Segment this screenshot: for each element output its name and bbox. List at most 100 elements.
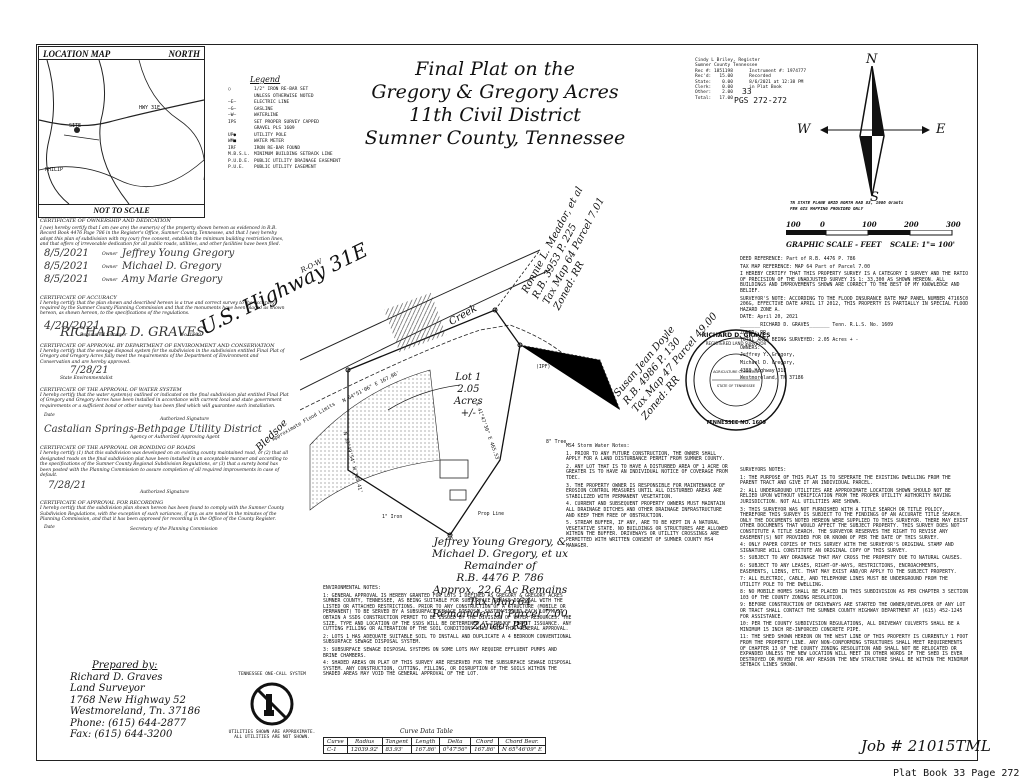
scale-label: GRAPHIC SCALE - FEET bbox=[786, 240, 882, 249]
legend-item: —W—WATERLINE bbox=[228, 113, 341, 120]
surveyor-note: 6: SUBJECT TO ANY LEASES, RIGHT-OF-WAYS,… bbox=[740, 563, 957, 575]
title-line-4: Sumner County, Tennessee bbox=[364, 127, 626, 149]
legend-symbol: —W— bbox=[228, 113, 237, 118]
surveyor-note: 9: BEFORE CONSTRUCTION OF DRIVEWAYS ARE … bbox=[740, 603, 966, 620]
env-date: 7/28/21 bbox=[70, 365, 109, 377]
legend-text: IRON RE-BAR FOUND bbox=[254, 145, 301, 151]
cert-recording-text: I hereby certify that the subdivision pl… bbox=[40, 506, 285, 523]
plat-book-reference: Plat Book 33 Page 272 bbox=[893, 768, 1020, 779]
recording-stamp-line: State: 0.00 8/6/2021 at 12:38 PM bbox=[695, 79, 804, 85]
recording-role: Secretary of the Planning Commission bbox=[130, 526, 218, 532]
preparer-phone: Phone: (615) 644-2877 bbox=[70, 717, 187, 729]
water-date-label: Date bbox=[44, 413, 55, 419]
legend-text: PUBLIC UTILITY EASEMENT bbox=[254, 165, 317, 170]
accuracy-signature: RICHARD D. GRAVES bbox=[60, 324, 205, 340]
water-sign-row: Date Authorized Signature Castalian Spri… bbox=[40, 409, 290, 443]
curve-table-header: Radius bbox=[346, 737, 383, 746]
legend-item: P.U.E.PUBLIC UTILITY EASEMENT bbox=[228, 165, 341, 172]
owner-date: 8/5/2021 bbox=[44, 260, 89, 272]
environmental-note: 3: SUBSURFACE SEWAGE DISPOSAL SYSTEMS ON… bbox=[323, 647, 557, 659]
location-map-site-label: SITE bbox=[69, 123, 82, 129]
title-line-2: Gregory & Gregory Acres bbox=[371, 81, 619, 103]
lot-1-label: Lot 1 2.05 Acres +/- bbox=[454, 372, 483, 420]
prepared-by-label: Prepared by: bbox=[92, 660, 158, 671]
location-map-divider bbox=[39, 59, 204, 60]
plat-border bbox=[36, 44, 978, 761]
legend-symbol: M.B.S.L. bbox=[228, 152, 250, 157]
legend-item: UNLESS OTHERWISE NOTED bbox=[228, 94, 341, 101]
roads-role: Authorized Signature bbox=[140, 490, 190, 496]
surveyor-note: 2: ALL UNDERGROUND UTILITIES ARE APPROXI… bbox=[740, 488, 951, 505]
deed-note: DEED REFERENCE: Part of R.B. 4476 P. 786 bbox=[740, 257, 856, 262]
curve-table-header: Tangent bbox=[381, 737, 413, 746]
remainder-line: Remainder of bbox=[464, 560, 536, 572]
curve-table-header: Curve bbox=[323, 737, 348, 746]
cert-accuracy-text: I hereby certify that the plan shown and… bbox=[40, 300, 285, 317]
tennessee-one-call: TENNESSEE ONE-CALL SYSTEM UTILITIES SHOW… bbox=[222, 672, 322, 741]
recording-stamp-line: Sumner County Tennessee bbox=[695, 63, 758, 69]
cert-water-text: I hereby certify that the water system(s… bbox=[40, 393, 289, 409]
environmental-notes: ENVIRONMENTAL NOTES:1: GENERAL APPROVAL … bbox=[323, 586, 573, 680]
surveyor-seal: RICHARD D. GRAVES REGISTERED LAND SURVEY… bbox=[682, 326, 790, 434]
legend-symbol: ○ bbox=[228, 87, 231, 92]
storm-water-notes: MS4 Storm Water Notes:1. PRIOR TO ANY FU… bbox=[566, 444, 732, 551]
legend-item: WM■WATER METER bbox=[228, 139, 341, 146]
deed-note: TOTAL AREA BEING SURVEYED: 2.05 Acres + … bbox=[740, 338, 859, 344]
prop-line-label: Prop Line bbox=[478, 512, 504, 517]
preparer-fax: Fax: (615) 644-3200 bbox=[70, 729, 173, 740]
curve-table-header: Length bbox=[411, 737, 440, 746]
legend-symbol: WM■ bbox=[228, 139, 237, 144]
owner-label: Owner bbox=[102, 264, 118, 270]
curve-table-title: Curve Data Table bbox=[400, 728, 453, 735]
legend-title: Legend bbox=[250, 75, 281, 84]
storm-note: MS4 Storm Water Notes: bbox=[566, 444, 630, 449]
scale-tick-4: 200 bbox=[904, 220, 919, 229]
legend-text: PUBLIC UTILITY DRAINAGE EASEMENT bbox=[254, 158, 341, 164]
seal-center: AGRICULTURE COMMERCE bbox=[713, 370, 759, 374]
legend-text: UNLESS OTHERWISE NOTED bbox=[254, 93, 314, 99]
owner-label: Owner bbox=[102, 277, 118, 283]
surveyor-note: 10: PER THE COUNTY SUBDIVISION REGULATIO… bbox=[740, 622, 960, 633]
scale-tick-2: 0 bbox=[820, 220, 825, 229]
north-arrow-icon bbox=[820, 66, 930, 197]
remainder-line: Remainder of Parcel 7.00 bbox=[432, 608, 568, 620]
scale-bar bbox=[786, 230, 953, 236]
legend-symbol: P.U.D.E. bbox=[228, 158, 250, 164]
compass-west: W bbox=[797, 122, 811, 137]
surveyor-note: 1: THE PURPOSE OF THIS PLAT IS TO SEPERA… bbox=[740, 475, 951, 487]
legend-item: ○1/2" IRON RE-BAR SET bbox=[228, 87, 341, 94]
tn811-heading: TENNESSEE ONE-CALL SYSTEM bbox=[238, 672, 306, 677]
deed-note: DATE: April 20, 2021 bbox=[740, 315, 798, 321]
plat-title: Final Plat on the Gregory & Gregory Acre… bbox=[345, 58, 645, 150]
accuracy-date: 4/20/2021 bbox=[44, 318, 101, 332]
remainder-line: Zoned: RR bbox=[471, 620, 528, 632]
remainder-label: Jeffrey Young Gregory, &Michael D. Grego… bbox=[420, 536, 580, 632]
legend-item: P.U.D.E. PUBLIC UTILITY DRAINAGE EASEMENT bbox=[228, 159, 341, 166]
curve-table-cell: C-1 bbox=[323, 745, 348, 754]
deed-note: Westmoreland, TN 37186 bbox=[740, 376, 804, 382]
location-map-hwy-label: HWY 31E bbox=[139, 105, 161, 111]
location-map-title: LOCATION MAP bbox=[43, 49, 111, 59]
curve-table-cell: 0°47'56" bbox=[438, 745, 472, 754]
curve-table-header: Chord Bear. bbox=[497, 737, 547, 746]
lot-unit: Acres bbox=[454, 396, 483, 407]
surveyors-notes: SURVEYORS NOTES: 1: THE PURPOSE OF THIS P… bbox=[740, 468, 970, 671]
legend-symbol: —G— bbox=[228, 106, 237, 112]
curve-table-cell: 167.86' bbox=[411, 745, 440, 754]
owner-signature: Amy Marie Gregory bbox=[122, 273, 223, 285]
legend-symbol: IRF bbox=[228, 145, 237, 151]
remainder-line: Tax Map 64 bbox=[468, 596, 532, 608]
surveyor-note: SURVEYORS NOTES: bbox=[740, 468, 787, 473]
owner-date: 8/5/2021 bbox=[44, 247, 89, 259]
environmental-note: 2: LOTS 1 HAS ADEQUATE SUITABLE SOIL TO … bbox=[323, 634, 572, 646]
lot-plusminus: +/- bbox=[460, 408, 476, 419]
curve-table-cell: 167.86' bbox=[470, 745, 499, 754]
location-map-roads bbox=[39, 60, 204, 204]
lot-name: Lot 1 bbox=[455, 372, 482, 383]
seal-state: STATE OF TENNESSEE bbox=[716, 384, 756, 388]
job-number: Job # 21015TML bbox=[861, 737, 991, 755]
